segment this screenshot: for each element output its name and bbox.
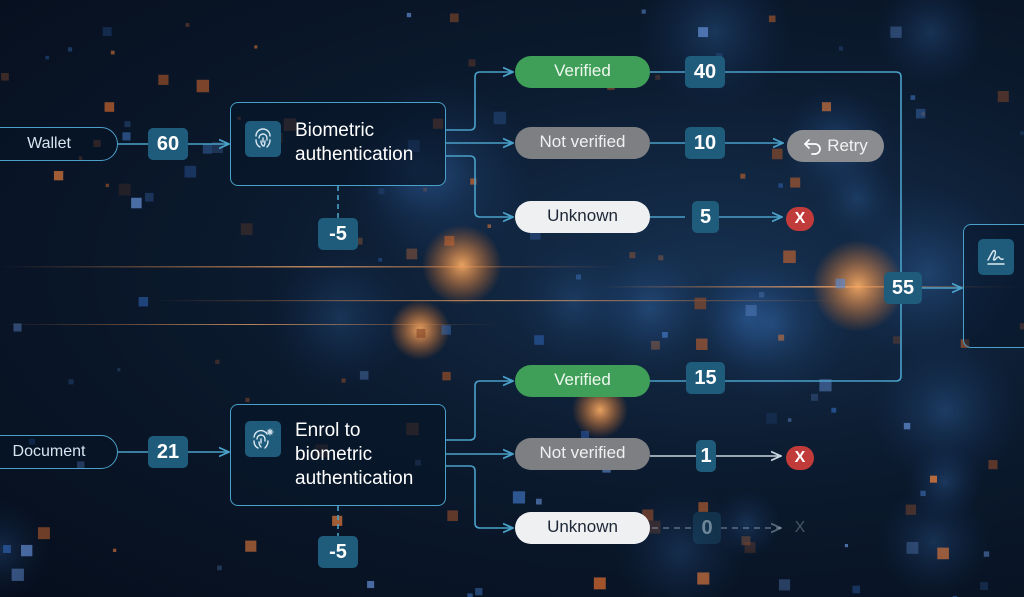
signature-output-node[interactable]	[963, 224, 1024, 348]
x-icon: X	[794, 519, 806, 536]
bottom-verified-pill[interactable]: Verified	[515, 365, 650, 397]
merged-count: 55	[884, 272, 922, 304]
bottom-verified-count: 15	[686, 362, 725, 394]
node-title-line: Enrol to	[295, 420, 361, 441]
x-icon: X	[786, 207, 814, 231]
top-not-verified-count: 10	[685, 127, 725, 159]
source-wallet[interactable]: Wallet	[0, 127, 118, 161]
node-title-line: authentication	[295, 468, 414, 489]
biometric-authentication-node[interactable]: Biometric authentication	[230, 102, 446, 186]
signature-icon	[978, 239, 1014, 275]
source-document[interactable]: Document	[0, 435, 118, 469]
bottom-input-count: 21	[148, 436, 188, 468]
node-title-line: authentication	[295, 144, 414, 165]
node-title-line: biometric	[295, 444, 373, 465]
retry-arrow-icon	[804, 139, 821, 155]
fingerprint-star-icon	[245, 421, 281, 457]
bottom-unknown-pill[interactable]: Unknown	[515, 512, 650, 544]
top-input-count: 60	[148, 128, 188, 160]
top-verified-pill[interactable]: Verified	[515, 56, 650, 88]
retry-label: Retry	[827, 136, 868, 155]
top-not-verified-pill[interactable]: Not verified	[515, 127, 650, 159]
bottom-not-verified-count: 1	[696, 440, 716, 472]
top-verified-count: 40	[685, 56, 725, 88]
top-drop-count: -5	[318, 218, 358, 250]
top-unknown-count: 5	[692, 201, 719, 233]
bottom-drop-count: -5	[318, 536, 358, 568]
top-unknown-pill[interactable]: Unknown	[515, 201, 650, 233]
bottom-not-verified-pill[interactable]: Not verified	[515, 438, 650, 470]
retry-button[interactable]: Retry	[787, 130, 884, 162]
enrol-biometric-authentication-node[interactable]: Enrol to biometric authentication	[230, 404, 446, 506]
fingerprint-icon	[245, 121, 281, 157]
x-icon: X	[786, 446, 814, 470]
bottom-unknown-count: 0	[693, 512, 721, 544]
node-title-line: Biometric	[295, 120, 375, 141]
